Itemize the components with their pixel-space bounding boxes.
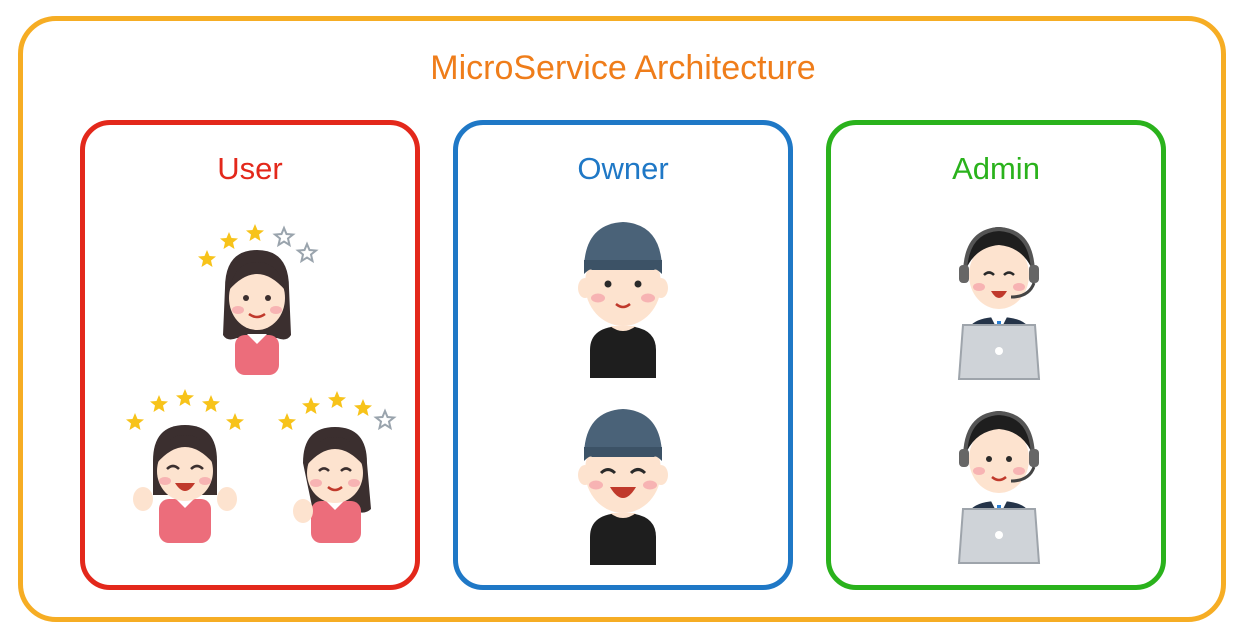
operator-with-headset-icon xyxy=(943,397,1055,567)
owner-panel-title: Owner xyxy=(458,149,788,189)
woman-icon xyxy=(195,210,320,380)
diagram-title: MicroService Architecture xyxy=(0,47,1246,89)
owner-panel: Owner xyxy=(453,120,793,590)
admin-panel: Admin xyxy=(826,120,1166,590)
man-in-cap-icon xyxy=(568,397,678,567)
user-panel-title: User xyxy=(85,149,415,189)
user-panel: User xyxy=(80,120,420,590)
operator-with-headset-icon xyxy=(943,213,1055,383)
admin-panel-title: Admin xyxy=(831,149,1161,189)
man-in-cap-icon xyxy=(568,210,678,380)
woman-icon xyxy=(123,385,248,545)
woman-icon xyxy=(273,385,398,545)
